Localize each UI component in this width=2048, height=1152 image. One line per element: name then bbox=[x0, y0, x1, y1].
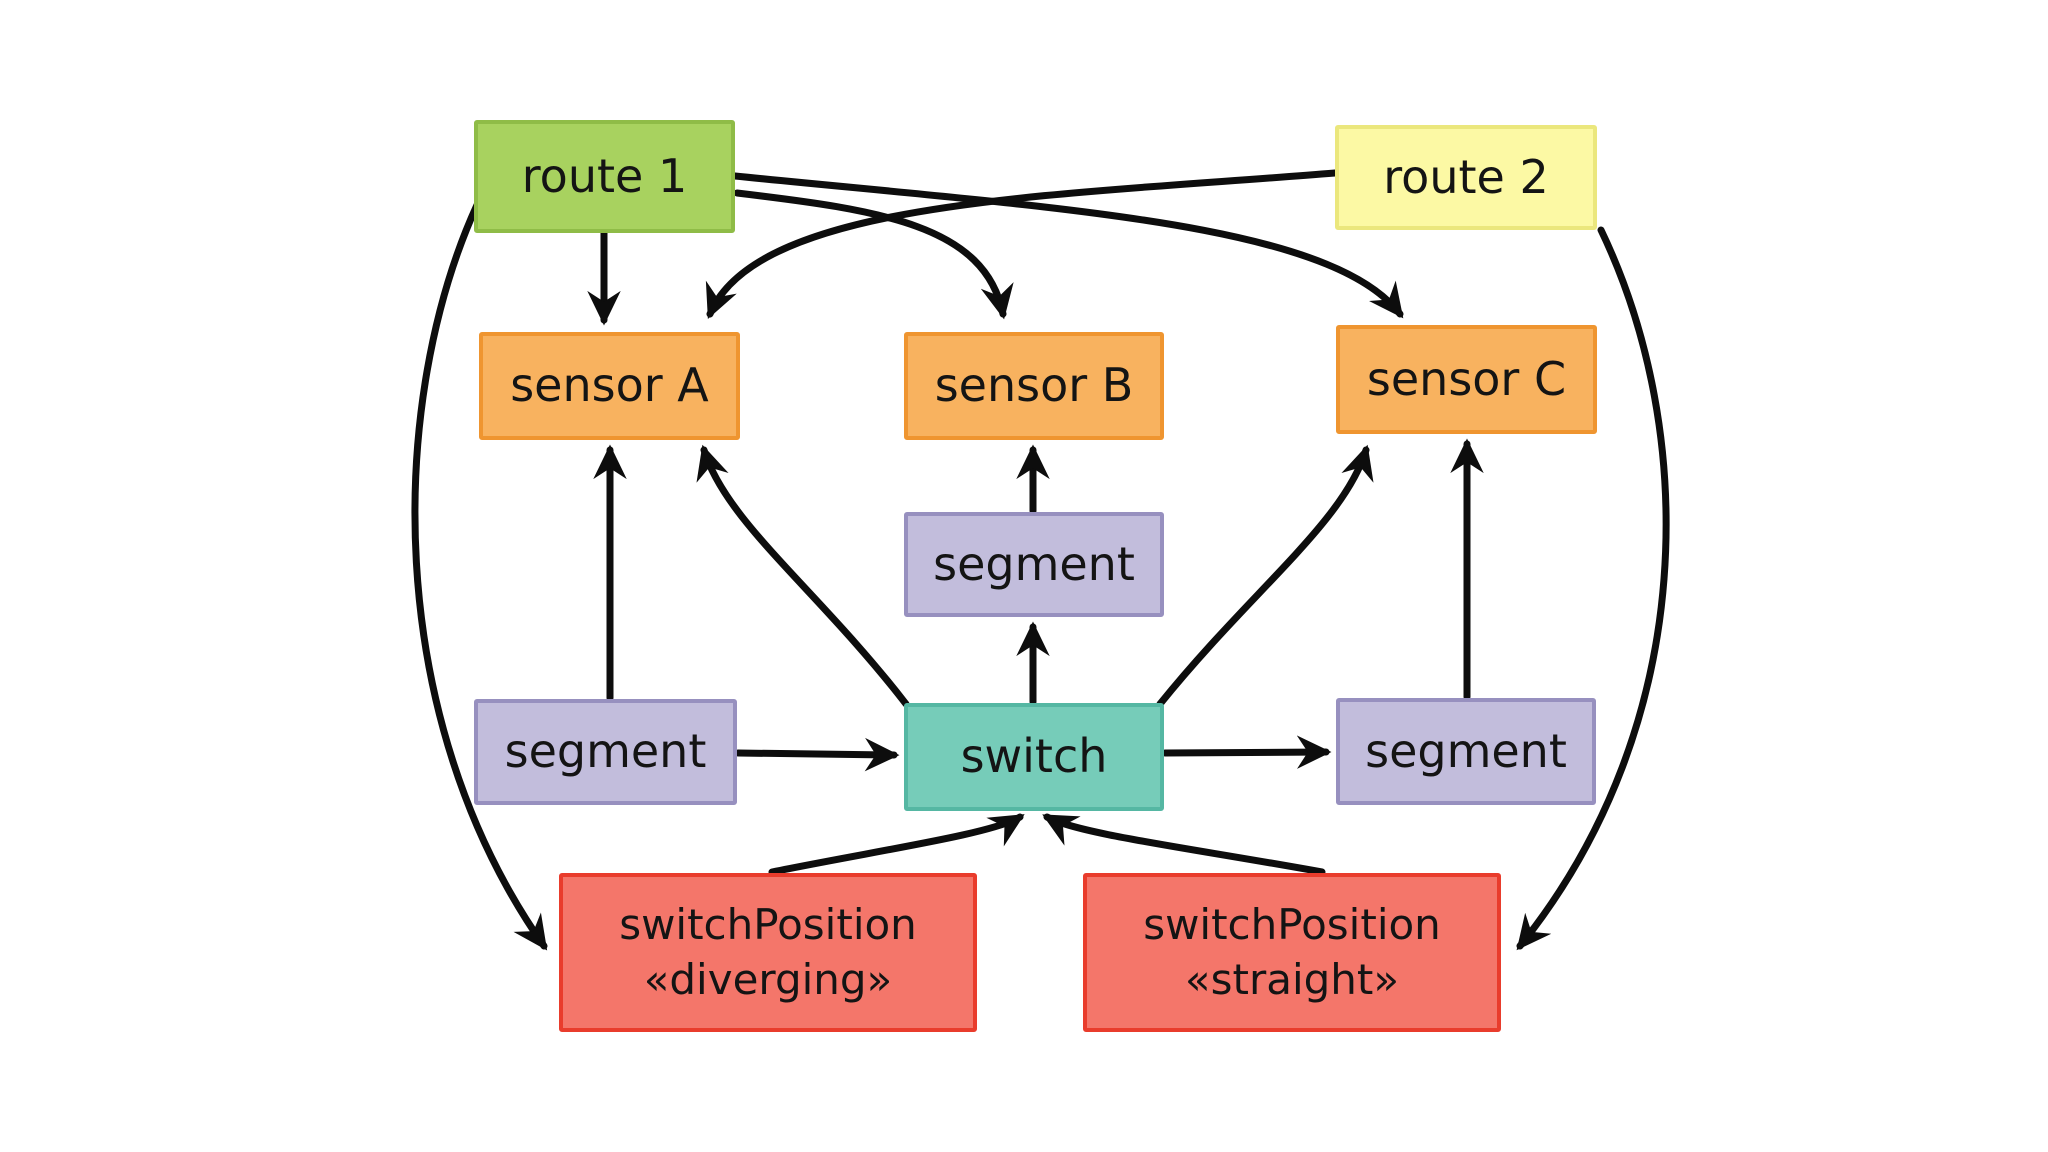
edge-route1-sensorC bbox=[731, 172, 1404, 319]
node-sensor-b: sensor B bbox=[904, 332, 1164, 440]
node-sensor-c-label: sensor C bbox=[1366, 351, 1567, 406]
edge-route1-switchPositionDiverging bbox=[411, 201, 548, 951]
edge-switchPositionStraight-switch bbox=[1042, 813, 1326, 876]
node-sensor-a-label: sensor A bbox=[510, 358, 709, 413]
node-segment-middle-label: segment bbox=[933, 536, 1135, 591]
node-route-2: route 2 bbox=[1335, 125, 1597, 230]
edge-switchPositionDiverging-switch bbox=[768, 813, 1025, 876]
node-segment-right: segment bbox=[1336, 698, 1596, 805]
node-switch-position-straight-label: switchPosition «straight» bbox=[1143, 899, 1441, 1004]
edge-switch-sensorA bbox=[696, 444, 910, 708]
node-segment-left: segment bbox=[474, 699, 737, 805]
node-switch-position-diverging-label: switchPosition «diverging» bbox=[619, 899, 917, 1004]
edge-switch-segmentRight bbox=[1161, 735, 1332, 769]
edge-route2-switchPositionStraight bbox=[1516, 226, 1670, 951]
node-segment-right-label: segment bbox=[1365, 723, 1567, 778]
node-switch: switch bbox=[904, 703, 1164, 811]
node-sensor-a: sensor A bbox=[479, 332, 740, 440]
node-route-2-label: route 2 bbox=[1383, 149, 1549, 204]
node-sensor-c: sensor C bbox=[1336, 325, 1597, 434]
node-switch-label: switch bbox=[960, 729, 1108, 784]
node-segment-left-label: segment bbox=[504, 724, 707, 779]
edge-segmentLeft-switch bbox=[734, 737, 900, 772]
node-route-1: route 1 bbox=[474, 120, 735, 233]
node-sensor-b-label: sensor B bbox=[934, 358, 1134, 413]
edge-route1-sensorB bbox=[733, 189, 1014, 320]
node-switch-position-diverging: switchPosition «diverging» bbox=[559, 873, 977, 1032]
node-switch-position-straight: switchPosition «straight» bbox=[1083, 873, 1501, 1032]
node-route-1-label: route 1 bbox=[521, 148, 688, 203]
edge-route2-sensorA bbox=[705, 169, 1339, 320]
node-segment-middle: segment bbox=[904, 512, 1164, 617]
edge-switch-sensorC bbox=[1156, 444, 1374, 708]
